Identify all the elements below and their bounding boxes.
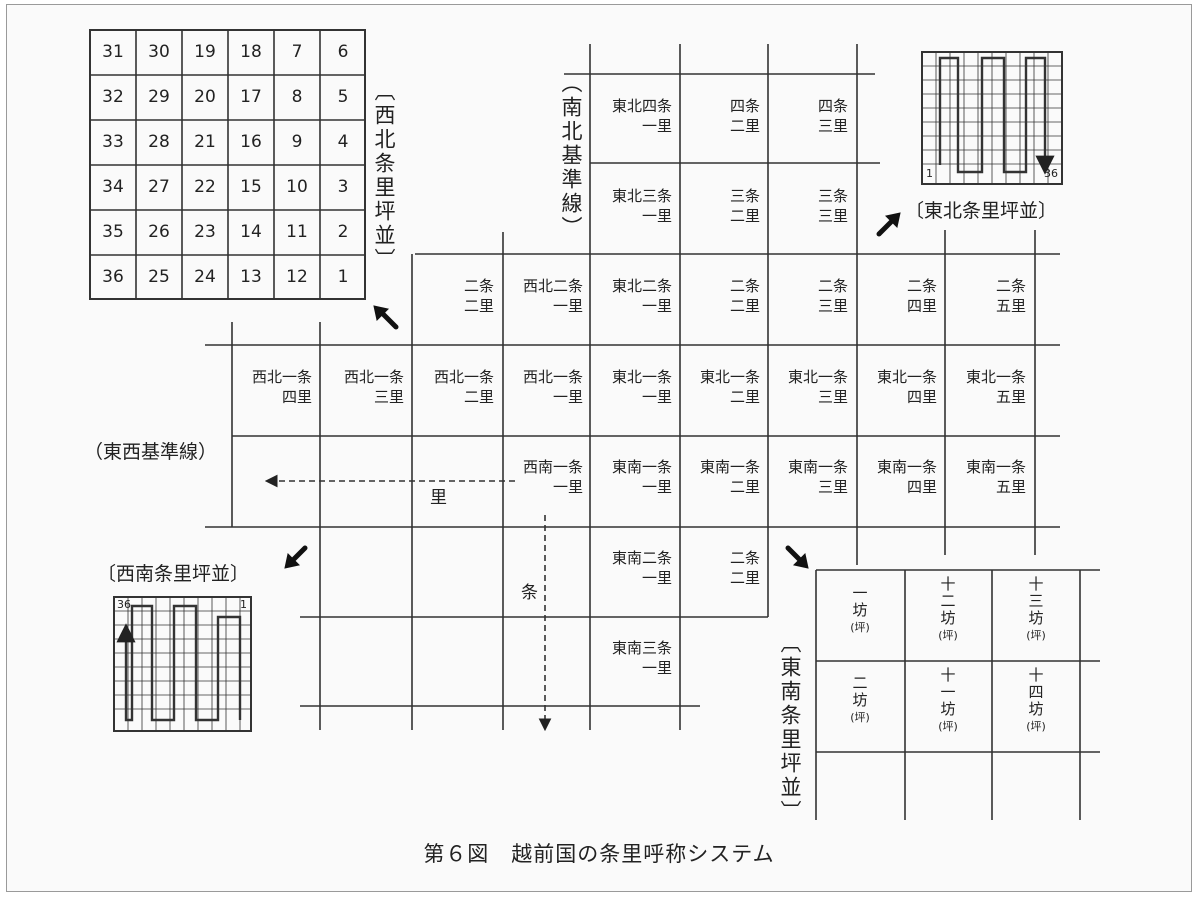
cell-ne-2-2: 二条二里 [729,277,760,315]
cell-ne-2-4: 二条四里 [906,277,937,315]
nw-order-label: 〔西北条里坪並〕 [372,80,396,272]
nw-grid-number: 18 [240,42,262,62]
cell-ne-1-5: 東北一条五里 [965,368,1026,406]
nw-grid-number: 6 [337,42,349,62]
nw-grid-number: 10 [286,177,308,197]
nw-grid-number: 28 [148,132,170,152]
tsubo-12: 十二坊(坪) [938,575,958,643]
cell-se-3-1: 東南三条一里 [611,639,672,677]
nw-grid-number: 9 [291,132,303,152]
nw-direction-arrow [373,305,399,330]
cell-ne-4-3: 四条三里 [817,97,848,135]
nw-grid-number: 12 [286,267,308,287]
nw-grid-number: 24 [194,267,216,287]
cell-ne-3-1: 東北三条一里 [611,187,672,225]
nw-grid-number: 2 [337,222,349,242]
nw-grid-number: 34 [102,177,124,197]
sw-order-label: 〔西南条里坪並〕 [97,563,250,585]
cell-ne-3-3: 三条三里 [817,187,848,225]
ne-direction-arrow [876,212,901,237]
se-order-label: 〔東南条里坪並〕 [778,632,802,824]
tsubo-11: 十一坊(坪) [938,666,958,734]
tsubo-14: 十四坊(坪) [1026,666,1046,734]
ri-axis-label: 里 [430,488,447,508]
nw-grid-number: 26 [148,222,170,242]
cell-se-1-2: 東南一条二里 [699,458,760,496]
tsubo-13: 十三坊(坪) [1026,575,1046,643]
cell-ne-4-1: 東北四条一里 [611,97,672,135]
nw-grid-number: 27 [148,177,170,197]
cell-ne-1-2: 東北一条二里 [699,368,760,406]
sw-mini-grid [113,596,252,732]
nw-grid-number: 32 [102,87,124,107]
tsubo-2: 二坊(坪) [850,674,870,725]
nw-grid-number: 11 [286,222,308,242]
cell-se-1-4: 東南一条四里 [876,458,937,496]
ew-baseline-label: （東西基準線） [84,441,218,463]
nw-grid-number: 3 [337,177,349,197]
nw-grid-number: 20 [194,87,216,107]
cell-nw-1-1: 西北一条一里 [522,368,583,406]
nw-grid-number: 16 [240,132,262,152]
ne-mini-grid [921,51,1063,185]
nw-grid-number: 5 [337,87,349,107]
nw-grid-number: 22 [194,177,216,197]
cell-nw-1-4: 西北一条四里 [251,368,312,406]
nw-grid-number: 15 [240,177,262,197]
nw-grid-number: 21 [194,132,216,152]
sw-direction-arrow [284,545,308,569]
sw-mini-start: 1 [240,598,247,611]
nw-grid-number: 4 [337,132,349,152]
nw-grid-number: 1 [337,267,349,287]
cell-ne-2-3: 二条三里 [817,277,848,315]
jo-axis-label: 条 [521,583,538,603]
figure-caption: 第６図 越前国の条里呼称システム [423,842,775,866]
cell-ne-1-3: 東北一条三里 [787,368,848,406]
tsubo-1: 一坊(坪) [850,584,870,635]
ns-baseline-label: （南北基準線） [559,72,583,240]
cell-nw-1-2: 西北一条二里 [433,368,494,406]
cell-nw-2-1: 西北二条一里 [522,277,583,315]
nw-grid-number: 17 [240,87,262,107]
cell-se-1-5: 東南一条五里 [965,458,1026,496]
cell-ne-1-1: 東北一条一里 [611,368,672,406]
cell-ne-1-4: 東北一条四里 [876,368,937,406]
ne-mini-start: 1 [926,167,933,180]
se-tsubo-grid [815,569,1100,820]
ne-order-label: 〔東北条里坪並〕 [905,200,1058,222]
nw-grid-number: 33 [102,132,124,152]
cell-se-2-2: 二条二里 [729,549,760,587]
cell-se-1-1: 東南一条一里 [611,458,672,496]
ne-mini-end: 36 [1044,167,1058,180]
cell-se-1-3: 東南一条三里 [787,458,848,496]
nw-grid-number: 14 [240,222,262,242]
nw-grid-number: 7 [291,42,303,62]
nw-grid-number: 8 [291,87,303,107]
cell-sw-1-1: 西南一条一里 [522,458,583,496]
cell-ne-2-1: 東北二条一里 [611,277,672,315]
cell-ne-2-5: 二条五里 [995,277,1026,315]
nw-grid-number: 19 [194,42,216,62]
figure-frame [6,4,1192,892]
cell-ne-4-2: 四条二里 [729,97,760,135]
cell-nw-2-2: 二条二里 [463,277,494,315]
nw-grid-number: 25 [148,267,170,287]
cell-nw-1-3: 西北一条三里 [343,368,404,406]
se-direction-arrow [785,545,809,569]
cell-se-2-1: 東南二条一里 [611,549,672,587]
cell-ne-3-2: 三条二里 [729,187,760,225]
nw-grid-number: 35 [102,222,124,242]
nw-grid-number: 30 [148,42,170,62]
nw-grid-number: 31 [102,42,124,62]
nw-grid-number: 36 [102,267,124,287]
nw-grid-number: 13 [240,267,262,287]
sw-mini-end: 36 [117,598,131,611]
nw-grid-number: 29 [148,87,170,107]
nw-grid-number: 23 [194,222,216,242]
